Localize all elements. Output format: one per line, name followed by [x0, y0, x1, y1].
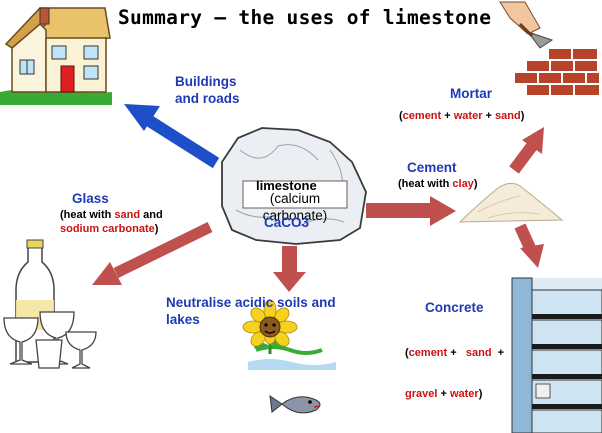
buildings-heading: Buildings and roads — [175, 74, 240, 106]
cement-heading: Cement — [407, 160, 457, 175]
concrete-ingredient-gravel: gravel — [405, 387, 438, 400]
formula-label: CaCO3 — [264, 215, 310, 230]
house-illustration — [0, 3, 112, 105]
concrete-detail: (cement + sand + gravel + water) — [405, 346, 505, 400]
flower-and-fish-illustration — [242, 299, 336, 414]
mortar-detail: (cement + water + sand) — [399, 110, 525, 122]
concrete-ingredient-sand: sand — [465, 346, 492, 359]
powder-pile-illustration — [458, 182, 564, 223]
arrow-to-cement — [366, 196, 456, 226]
glass-ingredient-sand: sand — [114, 209, 141, 221]
mortar-ingredient-sand: sand — [495, 110, 521, 122]
arrow-to-concrete — [514, 223, 544, 268]
mortar-ingredient-water: water — [453, 110, 483, 122]
neutralise-heading: Neutralise acidic soils and lakes — [166, 295, 336, 327]
calcium-carbonate-label: (calcium carbonate) — [262, 191, 328, 223]
arrow-to-glass — [92, 222, 213, 285]
arrow-to-mortar — [509, 127, 544, 174]
limestone-label: limestone — [256, 178, 317, 193]
glass-heading: Glass — [72, 191, 109, 206]
building-illustration — [511, 277, 602, 433]
concrete-ingredient-cement: cement — [408, 346, 448, 359]
glass-detail: (heat with sand and sodium carbonate) — [60, 209, 163, 235]
mortar-heading: Mortar — [450, 86, 493, 101]
concrete-heading: Concrete — [425, 300, 484, 315]
trowel-and-bricks-illustration — [499, 1, 601, 97]
limestone-rock — [221, 127, 367, 245]
cement-detail: (heat with clay) — [398, 178, 478, 190]
arrow-to-neutralise — [273, 246, 306, 292]
concrete-ingredient-water: water — [449, 387, 479, 400]
glass-ingredient-sodium-carbonate: sodium carbonate — [60, 222, 155, 235]
slide-title: Summary – the uses of limestone — [118, 6, 492, 29]
milk-bottle-and-glasses-illustration — [3, 239, 97, 369]
mortar-ingredient-cement: cement — [402, 110, 442, 122]
cement-ingredient-clay: clay — [452, 178, 474, 190]
arrow-to-buildings — [124, 104, 220, 169]
